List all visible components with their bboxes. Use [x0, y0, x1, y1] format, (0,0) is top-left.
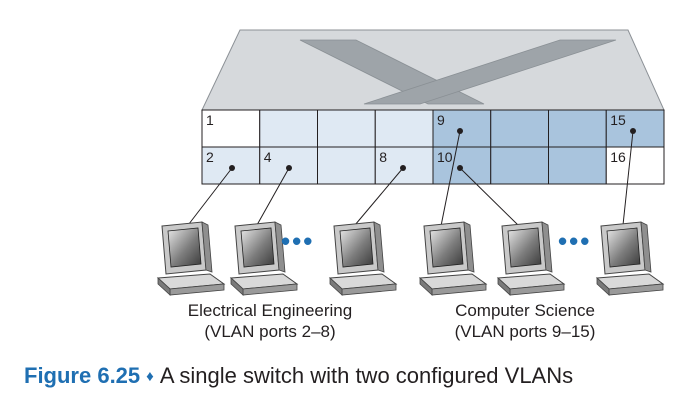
port-number-label: 2	[206, 149, 214, 165]
port-number-label: 10	[437, 149, 453, 165]
dot-port-2	[229, 165, 235, 171]
cs-group-name: Computer Science	[455, 301, 595, 320]
ee-host-3-computer-icon	[328, 221, 398, 296]
switch-port	[490, 146, 549, 185]
dot-port-4	[286, 165, 292, 171]
cs-host-3-computer-icon	[595, 221, 665, 296]
dot-port-9	[457, 128, 463, 134]
figure-number: Figure 6.25	[24, 363, 141, 388]
switch-port	[490, 109, 549, 148]
switch-port	[259, 109, 318, 148]
dot-port-15	[630, 128, 636, 134]
diamond-icon: ♦	[146, 368, 154, 385]
port-number-label: 16	[610, 149, 626, 165]
cs-host-1-computer-icon	[418, 221, 488, 296]
cable-port-4	[256, 167, 290, 226]
ee-host-1-computer-icon	[156, 221, 226, 296]
port-number-label: 1	[206, 112, 214, 128]
dot-port-8	[400, 165, 406, 171]
port-number-label: 9	[437, 112, 445, 128]
switch-port	[548, 146, 607, 185]
computers	[156, 221, 665, 296]
port-number-label: 15	[610, 112, 626, 128]
switch-port-9	[432, 109, 492, 148]
cs-host-2-computer-icon	[496, 221, 566, 296]
switch-port	[548, 109, 607, 148]
figure-caption-text: A single switch with two configured VLAN…	[159, 363, 574, 388]
ee-group-label: Electrical Engineering (VLAN ports 2–8)	[160, 300, 380, 342]
port-number-label: 4	[264, 149, 272, 165]
cable-port-2	[181, 167, 233, 234]
cs-ellipsis: •••	[558, 226, 592, 256]
port-number-label: 8	[379, 149, 387, 165]
cable-port-10	[459, 167, 519, 226]
switch-port-16	[605, 146, 665, 185]
cs-group-ports: (VLAN ports 9–15)	[454, 322, 596, 341]
switch-port	[317, 146, 376, 185]
ee-group-name: Electrical Engineering	[187, 301, 353, 320]
port-grid: 1 9 15 2 4 8 10 16	[201, 109, 665, 185]
cables	[181, 130, 634, 234]
port-connection-dots	[229, 128, 636, 171]
ee-host-2-computer-icon	[229, 221, 299, 296]
cs-group-label: Computer Science (VLAN ports 9–15)	[430, 300, 620, 342]
cable-port-15	[622, 130, 634, 226]
figure-caption: Figure 6.25 ♦ A single switch with two con…	[24, 363, 573, 389]
switch-port	[317, 109, 376, 148]
ee-group-ports: (VLAN ports 2–8)	[204, 322, 336, 341]
dot-port-10	[457, 165, 463, 171]
cable-port-8	[354, 167, 404, 226]
ee-ellipsis: •••	[281, 226, 315, 256]
switch-port	[374, 109, 434, 148]
switch-port-10	[432, 146, 492, 185]
cable-port-9	[439, 130, 461, 232]
switch-port-15	[605, 109, 665, 148]
switch-x-emblem	[299, 39, 617, 105]
